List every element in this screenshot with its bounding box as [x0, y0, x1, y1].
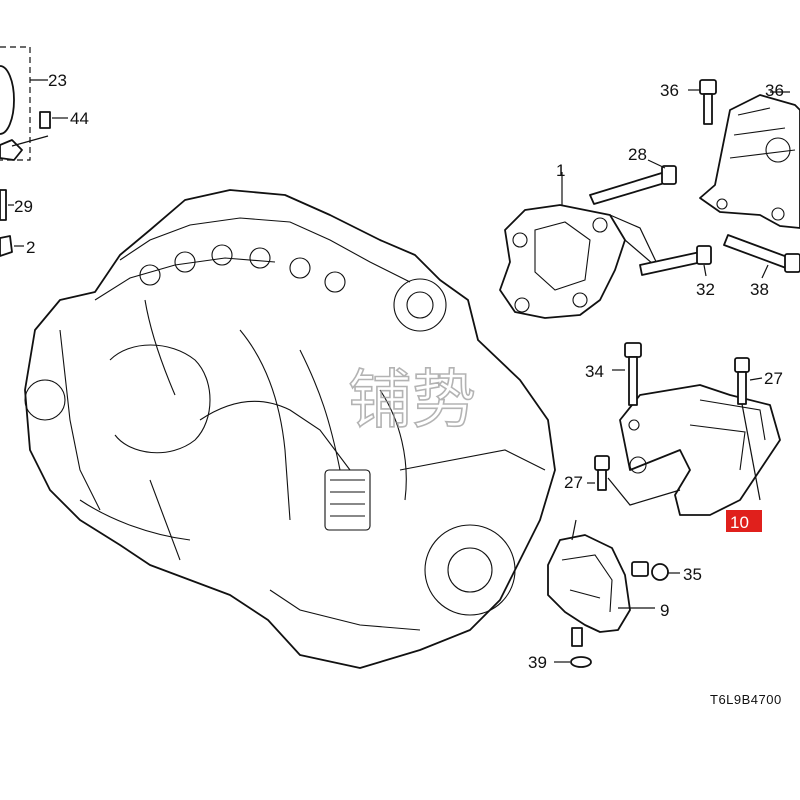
top-left-mount-group: [0, 46, 68, 257]
callout-10: 10: [730, 513, 749, 532]
mount-part-10: [619, 384, 781, 516]
callout-23: 23: [48, 71, 67, 90]
callout-labels: 23 44 29 2 1 28 36 36 32 38 34 27 27 35 …: [14, 71, 784, 672]
callout-28: 28: [628, 145, 647, 164]
diagram-code: T6L9B4700: [710, 692, 782, 707]
callout-38: 38: [750, 280, 769, 299]
callout-29: 29: [14, 197, 33, 216]
callout-44: 44: [70, 109, 89, 128]
callout-36-mount: 36: [765, 81, 784, 100]
callout-27-lower: 27: [564, 473, 583, 492]
bolt-part-27-upper: [734, 357, 763, 501]
callout-9: 9: [660, 601, 669, 620]
callout-1: 1: [556, 161, 565, 180]
callout-39: 39: [528, 653, 547, 672]
callout-27-upper: 27: [764, 369, 783, 388]
watermark-text: 铺势: [348, 364, 476, 438]
callout-34: 34: [585, 362, 604, 381]
bolt-part-35: [631, 561, 680, 581]
bolt-part-27-lower: [587, 455, 681, 506]
callout-32: 32: [696, 280, 715, 299]
nut-part-39: [554, 656, 592, 668]
bracket-part-1: [499, 172, 661, 319]
callout-10-highlight: 10: [726, 510, 762, 532]
bolt-part-34: [612, 342, 642, 406]
mount-part-9: [547, 519, 655, 647]
bolt-part-28: [589, 159, 677, 205]
callout-2: 2: [26, 238, 35, 257]
engine-transmission-assembly: [24, 189, 556, 669]
bolt-part-32: [639, 245, 712, 277]
callout-35: 35: [683, 565, 702, 584]
bolt-part-36-top: [688, 79, 717, 125]
callout-36-bolt: 36: [660, 81, 679, 100]
mount-part-36: [699, 91, 800, 229]
bolt-part-38: [723, 234, 800, 279]
